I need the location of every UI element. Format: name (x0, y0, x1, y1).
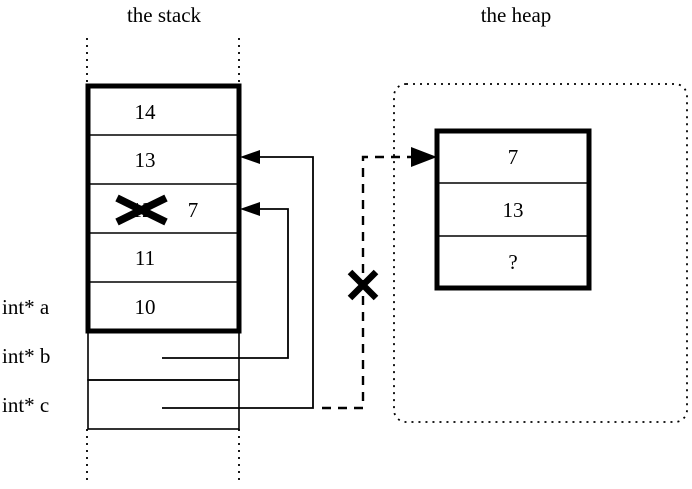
heap-region-boundary (393, 83, 688, 423)
stack-cell-c (87, 379, 240, 430)
heap-title: the heap (481, 3, 552, 27)
pointer-c-arrowhead-icon (240, 150, 260, 164)
stack-cell-value-4: 10 (135, 295, 156, 319)
stack-cell-value-2-new: 7 (188, 198, 199, 222)
stack-pointer-cells (87, 330, 240, 430)
variable-label-c: int* c (2, 393, 49, 417)
pointer-c-to-heap-dangling (322, 147, 437, 410)
stack-cell-2-strikeout-icon (115, 194, 168, 226)
stack-cell-value-3: 11 (135, 246, 155, 270)
heap-cell-value-2: ? (508, 250, 517, 274)
dangling-pointer-strikeout-icon (347, 269, 379, 301)
pointer-b-arrowhead-icon (240, 202, 260, 216)
pointer-b-to-stack-cell (162, 202, 289, 359)
stack-cell-b (87, 330, 240, 381)
stack-cell-value-1: 13 (135, 148, 156, 172)
pointer-c-to-stack-cell (162, 150, 314, 409)
stack-frame: 14 13 12 7 11 10 (85, 83, 242, 334)
stack-frame-border (85, 83, 242, 334)
stack-cell-value-0: 14 (135, 100, 157, 124)
variable-label-b: int* b (2, 344, 50, 368)
variable-label-a: int* a (2, 295, 50, 319)
heap-block-border (434, 128, 592, 291)
heap-block: 7 13 ? (434, 128, 592, 291)
stack-title: the stack (127, 3, 202, 27)
heap-cell-value-1: 13 (503, 198, 524, 222)
heap-arrowhead-icon (411, 147, 437, 167)
heap-cell-value-0: 7 (508, 145, 519, 169)
